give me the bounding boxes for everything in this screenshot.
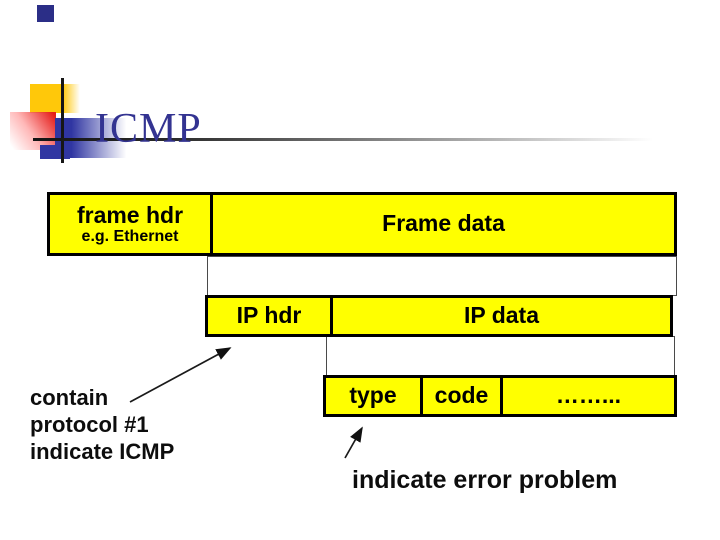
frame-data-label: Frame data	[382, 210, 505, 237]
frame-header-cell: frame hdr e.g. Ethernet	[50, 195, 210, 253]
error-arrow	[344, 426, 363, 459]
ip-header-cell: IP hdr	[208, 298, 330, 334]
small-blue-square-ornament	[40, 145, 70, 159]
icmp-type-label: type	[349, 382, 397, 409]
icmp-type-cell: type	[326, 378, 420, 414]
icmp-rest-cell: ……...	[500, 378, 674, 414]
error-note: indicate error problem	[352, 466, 618, 494]
protocol-note-line3: indicate ICMP	[30, 439, 175, 464]
ip-header-label: IP hdr	[236, 302, 302, 329]
icmp-row: type code ……...	[323, 375, 677, 417]
title-underline-rule	[33, 138, 672, 141]
protocol-note-line2: protocol #1	[30, 412, 149, 437]
icmp-code-cell: code	[420, 378, 500, 414]
ip-data-cell: IP data	[330, 298, 670, 334]
red-gradient-square-ornament	[10, 112, 56, 150]
protocol-note-line1: contain	[30, 385, 109, 410]
ip-data-label: IP data	[464, 302, 539, 329]
slide-title: ICMP	[95, 106, 202, 153]
ip-to-icmp-connector	[326, 336, 675, 376]
ip-row: IP hdr IP data	[205, 295, 673, 337]
frame-row: frame hdr e.g. Ethernet Frame data	[47, 192, 677, 256]
frame-header-sublabel: e.g. Ethernet	[81, 227, 179, 245]
frame-to-ip-connector	[207, 256, 677, 296]
frame-header-label: frame hdr	[76, 201, 184, 228]
corner-square-ornament	[37, 5, 54, 22]
frame-data-cell: Frame data	[210, 195, 674, 253]
icmp-code-label: code	[434, 382, 489, 409]
protocol-note: contain protocol #1 indicate ICMP	[30, 384, 174, 465]
vertical-crosshair-line	[61, 78, 64, 163]
yellow-square-ornament	[30, 84, 80, 113]
icmp-rest-label: ……...	[555, 382, 622, 409]
